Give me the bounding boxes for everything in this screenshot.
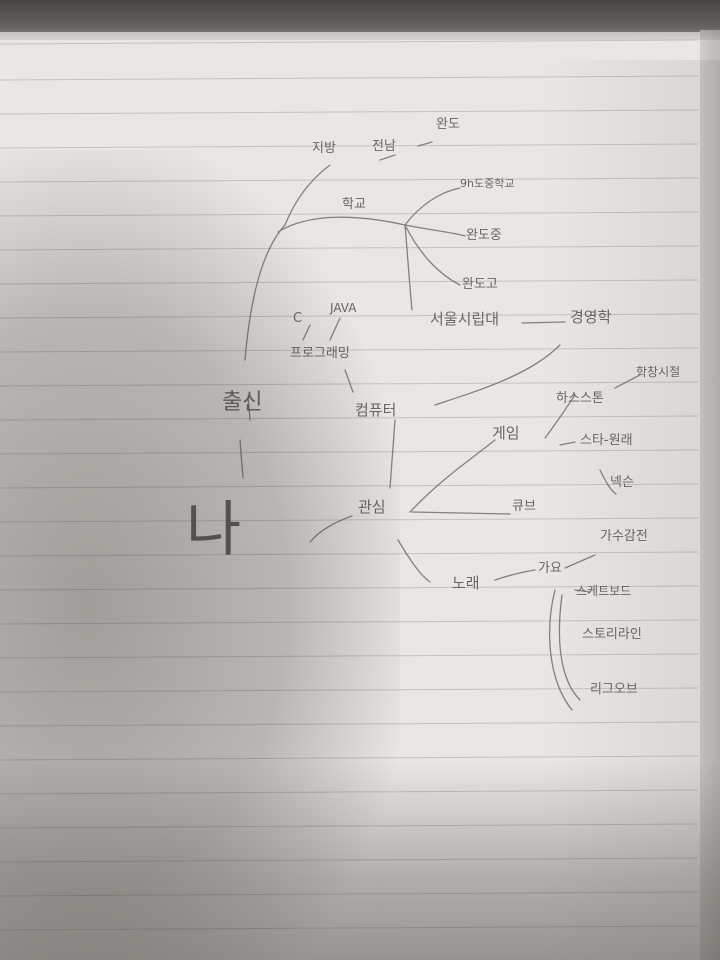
node-programming: 프로그래밍	[290, 346, 350, 361]
node-lang-java: JAVA	[330, 301, 357, 315]
node-university: 서울시립대	[430, 310, 500, 328]
ruled-lines	[0, 39, 699, 931]
node-game-2: 스타-원래	[580, 433, 633, 448]
node-school: 학교	[342, 197, 366, 212]
node-computer: 컴퓨터	[355, 401, 397, 419]
node-quiz: 큐브	[512, 499, 536, 514]
node-game-3: 넥슨	[610, 475, 634, 490]
node-lang-c: C	[293, 311, 303, 326]
node-hobby: 관심	[358, 498, 386, 516]
node-province: 전남	[372, 139, 396, 154]
node-game-1-note: 학창시절	[636, 365, 681, 379]
node-region: 지방	[312, 141, 336, 156]
node-school-1: 9h도중학교	[460, 177, 515, 190]
node-genre-4: 리그오브	[590, 682, 638, 697]
node-genre-2: 스케트보드	[576, 584, 632, 598]
node-song: 노래	[452, 574, 480, 592]
node-school-2: 완도중	[466, 228, 502, 243]
node-genre-1: 가수감전	[600, 529, 648, 544]
node-genre-3: 스토리라인	[582, 627, 642, 642]
center-node: 나	[186, 495, 256, 565]
node-origin: 출신	[222, 390, 263, 415]
node-game-1: 하스스톤	[556, 391, 604, 406]
node-faculty: 경영학	[570, 308, 612, 326]
node-game: 게임	[492, 424, 520, 442]
node-county: 완도	[436, 117, 460, 132]
page-edge	[700, 30, 720, 960]
node-genre: 가요	[538, 561, 562, 576]
node-school-3: 완도고	[462, 277, 498, 292]
pencil-strokes	[239, 141, 641, 711]
